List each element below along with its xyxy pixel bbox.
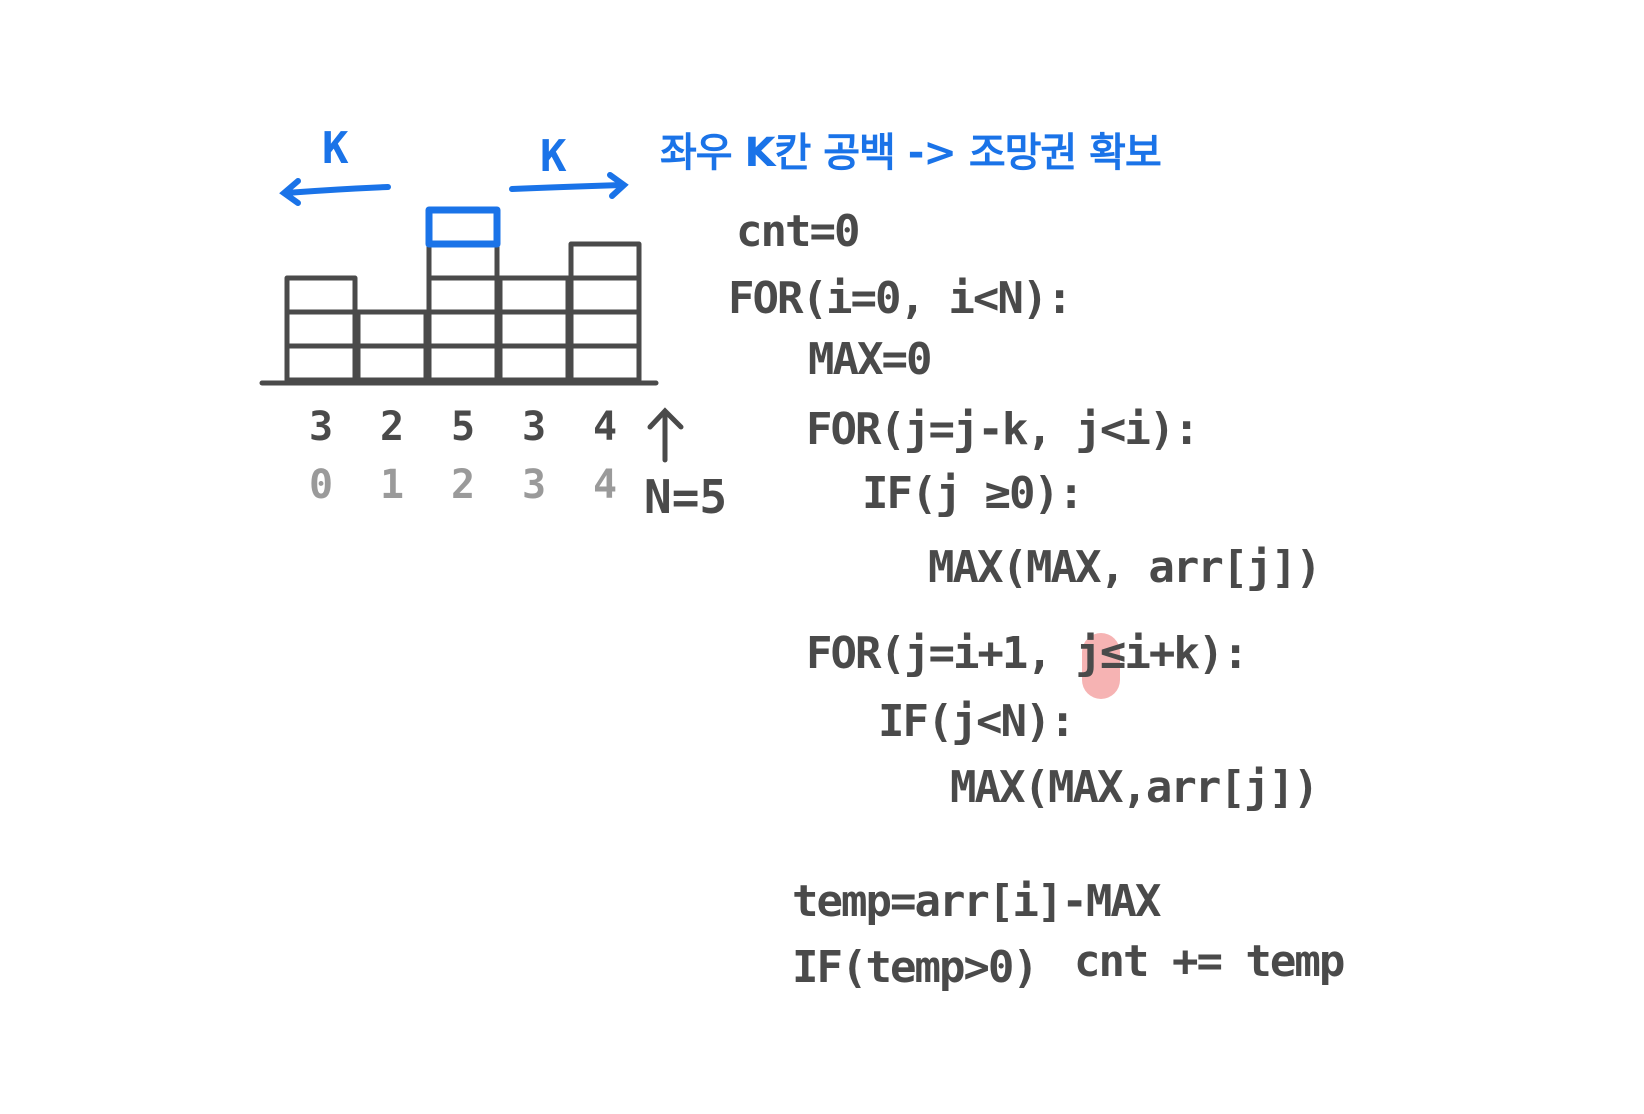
bar-block [284, 343, 358, 383]
bar-value-label: 3 [522, 404, 546, 450]
bar-block [284, 275, 358, 315]
bar-index-label: 4 [593, 462, 617, 508]
n-label: N=5 [644, 470, 727, 524]
code-line-cnt-add: cnt += temp [1074, 936, 1345, 987]
bar-index-label: 2 [451, 462, 475, 508]
k-left-arrow [279, 178, 391, 206]
annotation-note: 좌우 K칸 공백 -> 조망권 확보 [660, 130, 1162, 176]
bar-value-label: 5 [451, 404, 475, 450]
bar-block [568, 309, 642, 349]
code-line-if-left: IF(j ≥0): [862, 468, 1084, 519]
bar-block [284, 309, 358, 349]
code-line-cnt-init: cnt=0 [736, 206, 860, 257]
k-right-label: K [540, 131, 567, 182]
bar-block [355, 343, 429, 383]
code-line-max-init: MAX=0 [808, 334, 932, 385]
code-line-if-right: IF(j<N): [878, 696, 1076, 747]
bars-group [284, 206, 642, 383]
labels-group: 3 0 2 1 5 2 3 3 4 4 [309, 404, 617, 508]
bar-block [497, 275, 571, 315]
bar-block [568, 343, 642, 383]
code-line-for-i: FOR(i=0, i<N): [728, 273, 1073, 324]
bar-block [426, 343, 500, 383]
bar-block [497, 309, 571, 349]
bar-block [426, 309, 500, 349]
k-left-label: K [322, 123, 349, 174]
code-line-max-right: MAX(MAX,arr[j]) [950, 762, 1319, 813]
bar-index-label: 0 [309, 462, 333, 508]
bar-block [426, 241, 500, 281]
code-line-max-left: MAX(MAX, arr[j]) [928, 542, 1322, 593]
code-line-if-temp: IF(temp>0) [792, 942, 1039, 993]
bar-block [568, 241, 642, 281]
highlighted-block [425, 206, 501, 248]
code-line-temp: temp=arr[i]-MAX [792, 876, 1161, 927]
bar-index-label: 1 [380, 462, 404, 508]
bar-value-label: 4 [593, 404, 617, 450]
code-line-for-left: FOR(j=j-k, j<i): [806, 404, 1200, 455]
bar-value-label: 2 [380, 404, 404, 450]
k-right-arrow [509, 172, 629, 199]
bar-block [426, 275, 500, 315]
bar-index-label: 3 [522, 462, 546, 508]
bar-block [355, 309, 429, 349]
up-arrow-icon [647, 407, 684, 463]
le-highlight [1082, 633, 1120, 699]
code-line-for-right: FOR(j=i+1, j≤i+k): [806, 628, 1249, 679]
bar-block [568, 275, 642, 315]
bar-block [497, 343, 571, 383]
bar-value-label: 3 [309, 404, 333, 450]
